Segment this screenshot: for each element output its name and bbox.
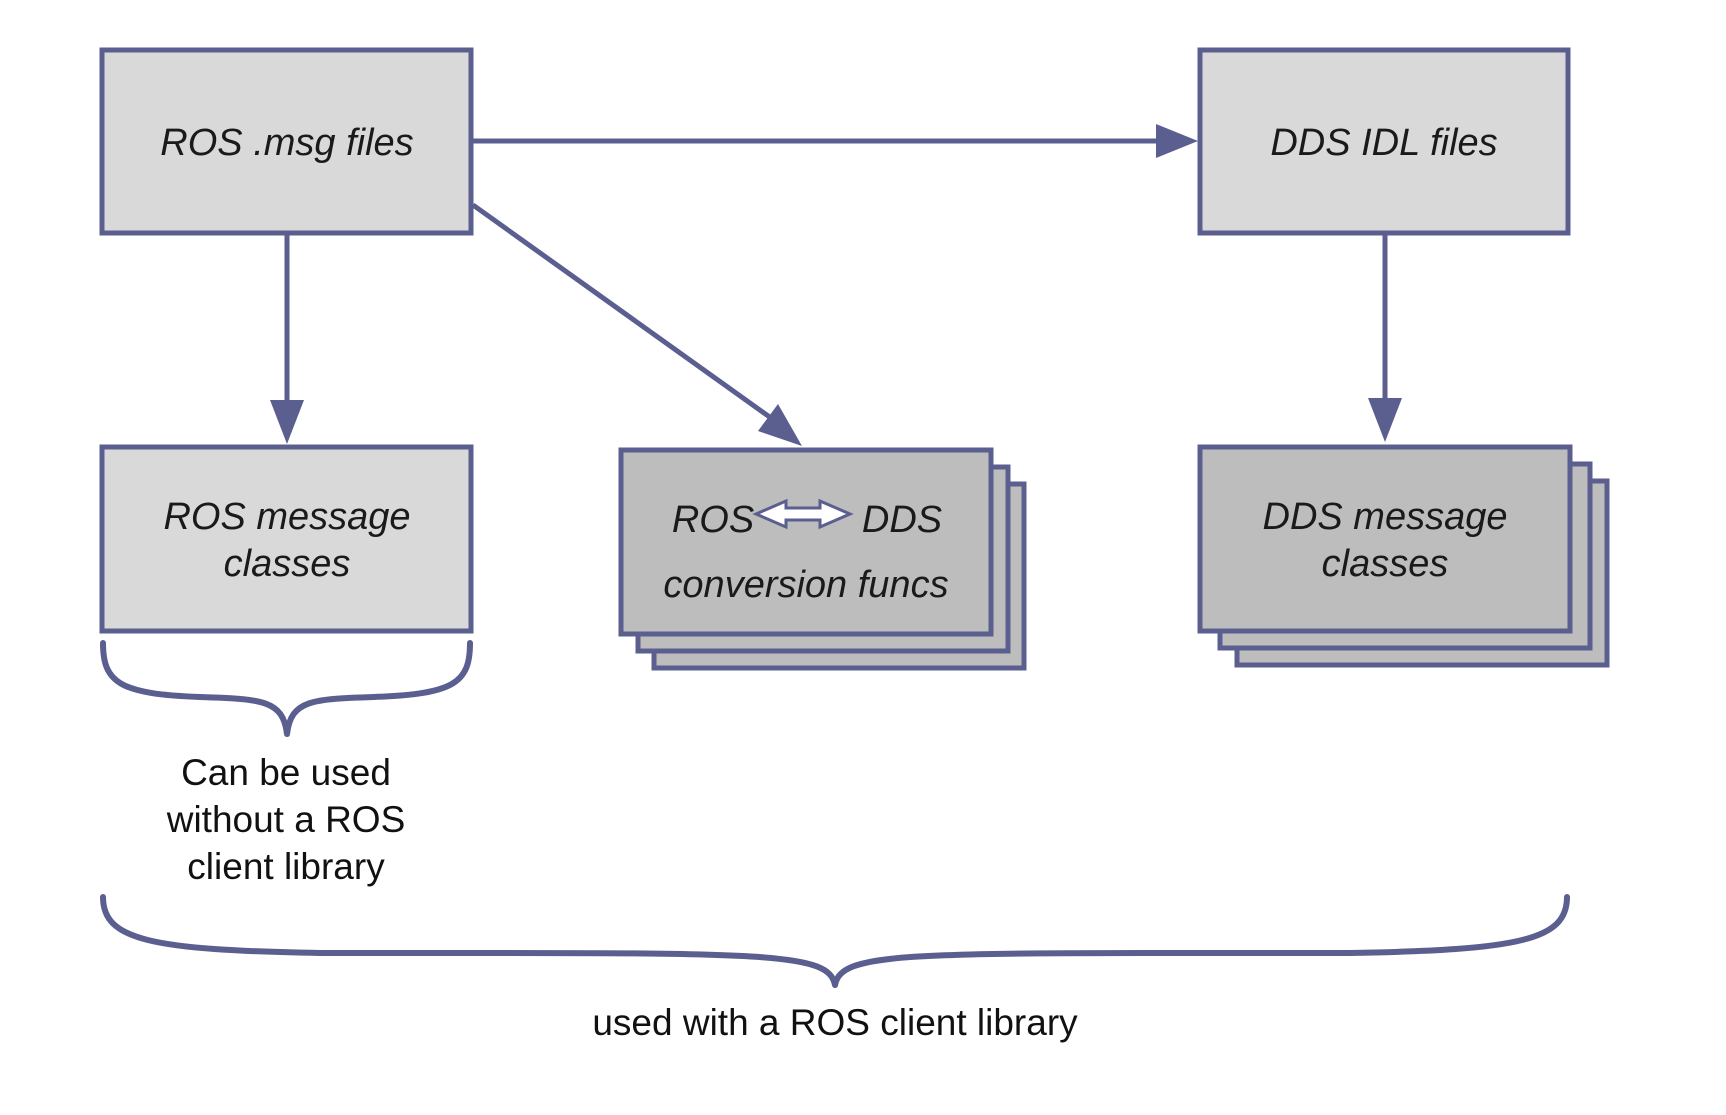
node-conversion-right-label: DDS <box>862 499 942 541</box>
arrow-msg-to-ros-classes <box>270 233 304 444</box>
node-dds-idl-files: DDS IDL files <box>1197 47 1571 236</box>
node-ros-message-classes-line2: classes <box>224 543 351 585</box>
brace-standalone <box>100 640 473 737</box>
caption-standalone-line1: Can be used <box>181 752 391 793</box>
node-dds-idl-files-label: DDS IDL files <box>1270 122 1497 164</box>
node-ros-msg-files: ROS .msg files <box>99 47 474 236</box>
arrow-idl-to-dds-classes <box>1368 233 1402 442</box>
node-conversion-left-label: ROS <box>672 499 754 541</box>
caption-standalone-line3: client library <box>187 846 385 887</box>
node-conversion-funcs: ROS DDS conversion funcs <box>618 447 1027 671</box>
node-dds-message-classes: DDS message classes <box>1197 444 1610 668</box>
caption-client: used with a ROS client library <box>592 1002 1078 1043</box>
arrow-msg-to-conversion <box>471 202 802 446</box>
node-ros-msg-files-label: ROS .msg files <box>160 122 413 164</box>
caption-standalone-line2: without a ROS <box>166 799 406 840</box>
node-ros-message-classes: ROS message classes <box>99 444 474 634</box>
double-arrow-icon <box>752 498 854 530</box>
brace-client <box>100 894 1570 988</box>
node-dds-message-classes-line1: DDS message <box>1263 496 1508 538</box>
node-ros-message-classes-line1: ROS message <box>163 496 410 538</box>
node-conversion-line2: conversion funcs <box>663 564 948 606</box>
arrow-msg-to-idl <box>473 124 1198 158</box>
node-dds-message-classes-line2: classes <box>1322 543 1449 585</box>
